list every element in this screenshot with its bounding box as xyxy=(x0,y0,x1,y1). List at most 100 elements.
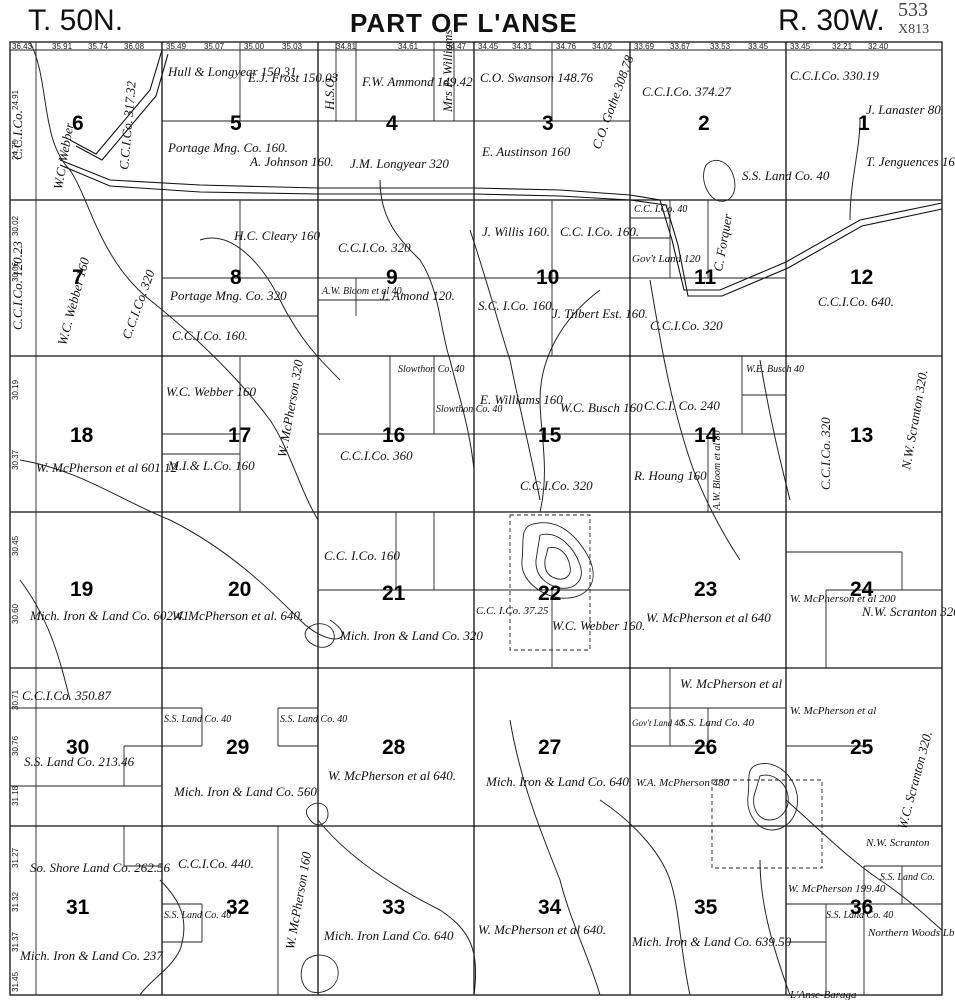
section-number-8: 8 xyxy=(230,266,242,289)
owner-label: W.C. Webber 160 xyxy=(166,384,257,399)
boundary-label: 30.37 xyxy=(11,449,20,470)
owner-label: C.C.I.Co. 350.87 xyxy=(22,688,111,703)
owner-label: W. McPherson et al 200 xyxy=(790,593,896,605)
owner-label: S.S. Land Co. 40 xyxy=(742,168,830,183)
owner-label: Northern Woods Lbr. Co. 160 xyxy=(867,927,955,939)
owner-label: C.C. I.Co. 40 xyxy=(634,204,687,215)
owner-label: C.C. I.Co. 160 xyxy=(324,548,400,563)
owner-label: Gov't Land 120 xyxy=(632,253,701,265)
boundary-label: 30.02 xyxy=(11,215,20,236)
section-number-26: 26 xyxy=(694,736,717,759)
owner-label: J. Lanaster 80. xyxy=(866,102,944,117)
owner-label: Slowthon Co. 40 xyxy=(436,404,502,415)
owner-label: W.A. McPherson 480 xyxy=(636,777,730,789)
boundary-label: 33.69 xyxy=(634,42,655,51)
owner-label: H.C. Cleary 160 xyxy=(233,228,320,243)
owner-label: Hull & Longyear 150.31 xyxy=(167,64,297,79)
owner-label: Portage Mng. Co. 320 xyxy=(169,288,287,303)
section-number-3: 3 xyxy=(542,112,554,135)
boundary-label: 34.81 xyxy=(336,42,357,51)
owner-label: S.S. Land Co. 40 xyxy=(680,717,754,729)
owner-label: W.C. Scranton 320. xyxy=(894,729,935,830)
map-title: PART OF L'ANSE xyxy=(350,8,578,38)
owner-label: C.C.I. Co. 240 xyxy=(644,398,720,413)
corner-mark-1: 533 xyxy=(898,0,928,21)
range-label: R. 30W. xyxy=(778,4,885,37)
owner-label: Mich. Iron & Land Co. 602.41 xyxy=(29,608,189,623)
boundary-label: 34.31 xyxy=(512,42,533,51)
owner-label: C.C.I.Co. 317.32 xyxy=(116,80,139,170)
owner-label: C.C.I.Co. 320 xyxy=(818,417,833,490)
boundary-label: 31.45 xyxy=(11,971,20,992)
streams xyxy=(19,41,943,996)
owner-label: S.S. Land Co. 40 xyxy=(280,714,347,725)
owner-label: W. McPherson et al. 640. xyxy=(172,608,303,623)
section-number-23: 23 xyxy=(694,578,717,601)
section-number-6: 6 xyxy=(72,112,84,135)
owner-label: M.I.& L.Co. 160 xyxy=(167,458,255,473)
owner-label: Mich. Iron & Land Co. 640 xyxy=(485,774,629,789)
section-number-36: 36 xyxy=(850,896,873,919)
section-number-21: 21 xyxy=(382,582,406,605)
owner-label: Mich. Iron & Land Co. 639.50 xyxy=(631,934,792,949)
section-number-4: 4 xyxy=(386,112,398,135)
boundary-label: 34.02 xyxy=(592,42,613,51)
owner-label: C.C.I.Co. 320 xyxy=(119,267,158,341)
boundary-label: 30.45 xyxy=(11,535,20,556)
owner-labels: C.C.I.Co. W.C. Webber C.C.I.Co. 317.32 H… xyxy=(10,30,955,963)
owner-label: E. Austinson 160 xyxy=(481,144,571,159)
owner-label: W.C. Webber xyxy=(50,121,77,191)
section-number-1: 1 xyxy=(858,112,870,135)
section-number-7: 7 xyxy=(72,266,84,289)
owner-label: S.S. Land Co. 40 xyxy=(164,910,231,921)
boundary-label: 34.76 xyxy=(556,42,577,51)
section-number-29: 29 xyxy=(226,736,249,759)
boundary-label: 36.43 xyxy=(12,42,33,51)
owner-label: W. McPherson et al 640 xyxy=(646,610,771,625)
owner-label: N.W. Scranton 320. xyxy=(898,368,930,471)
owner-label: T. Jenguences 160. xyxy=(866,154,955,169)
owner-label: C.C.I.Co. 330.19 xyxy=(790,68,879,83)
boundary-label: 31.37 xyxy=(11,931,20,952)
section-number-12: 12 xyxy=(850,266,873,289)
section-number-2: 2 xyxy=(698,112,710,135)
boundary-label: 24.75 xyxy=(11,139,20,160)
owner-label: S.S. Land Co. 40 xyxy=(826,910,893,921)
section-number-30: 30 xyxy=(66,736,89,759)
owner-label: R. Houng 160 xyxy=(633,468,707,483)
owner-label: N.W. Scranton xyxy=(865,837,930,849)
roads xyxy=(59,49,943,297)
owner-label: C.C.I.Co. 320 xyxy=(650,318,723,333)
owner-label: So. Shore Land Co. 262.56 xyxy=(30,860,170,875)
section-number-17: 17 xyxy=(228,424,251,447)
owner-label: W.C. Busch 160 xyxy=(560,400,643,415)
section-number-35: 35 xyxy=(694,896,718,919)
section-number-16: 16 xyxy=(382,424,405,447)
owner-label: C.C.I.Co. 440. xyxy=(178,856,254,871)
owner-label: H.S.O. xyxy=(322,75,337,111)
owner-label: A. Johnson 160. xyxy=(249,154,334,169)
owner-label: E.J. Frost 150.03 xyxy=(247,70,339,85)
owner-label: A.W. Bloom et al 80 xyxy=(712,430,723,511)
boundary-label: 35.00 xyxy=(244,42,265,51)
boundary-label: 34.47 xyxy=(446,42,467,51)
boundary-label: 35.49 xyxy=(166,42,187,51)
boundary-label: 36.08 xyxy=(124,42,145,51)
owner-label: Portage Mng. Co. 160. xyxy=(167,140,288,155)
boundary-label: 31.18 xyxy=(11,785,20,806)
owner-label: S.S. Land Co. 213.46 xyxy=(24,754,135,769)
owner-label: C.C.I.Co. 160. xyxy=(172,328,248,343)
section-number-13: 13 xyxy=(850,424,873,447)
section-number-11: 11 xyxy=(694,266,717,289)
owner-label: S.C. I.Co. 160. xyxy=(478,298,555,313)
section-number-20: 20 xyxy=(228,578,251,601)
boundary-labels-left: 24.91 24.75 30.02 30.06 30.19 30.37 30.4… xyxy=(11,89,20,992)
owner-label: W.C. Webber 160. xyxy=(552,618,645,633)
owner-label: W. McPherson et al 640. xyxy=(328,768,456,783)
boundary-label: 30.06 xyxy=(11,261,20,282)
boundary-label: 33.67 xyxy=(670,42,691,51)
owner-label: Gov't Land 40 xyxy=(632,718,684,728)
owner-label: A.W. Bloom et al 40. xyxy=(321,286,404,297)
section-grid xyxy=(9,41,943,996)
owner-label: W. McPherson et al 601.12 xyxy=(36,460,178,475)
